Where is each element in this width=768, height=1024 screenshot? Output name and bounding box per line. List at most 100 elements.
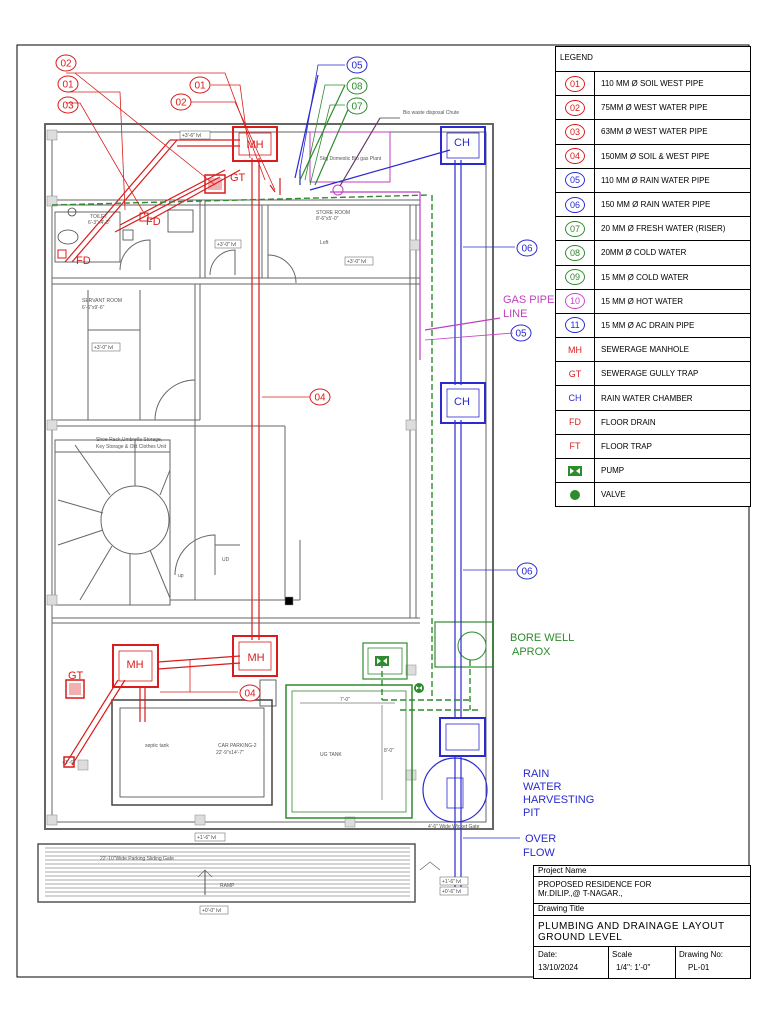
legend-symbol-code: FD [556,410,595,434]
level-servant: +3'-0" lvl [94,345,113,351]
gas-pipe-line [330,117,501,360]
date-label: Date: [538,950,558,959]
callout-number: 03 [62,101,74,112]
ramp-label: RAMP [220,883,235,889]
pump-icon [375,656,389,666]
date-value: 13/10/2024 [538,963,579,972]
shoe-rack-line1: Shoe Rack,Umbrella Storage, [96,437,162,443]
gate-label: 22'-10"Wide Parking Sliding Gate [100,856,174,862]
callout-bubble [346,77,368,95]
pump-enclosure [362,642,408,680]
drawing-title-label: Drawing Title [538,904,585,913]
legend-description: 110 MM Ø RAIN WATER PIPE [601,175,710,185]
rain-water-chambers [439,126,486,757]
legend-symbol-text: 01 [565,75,585,92]
bore-well-box [434,621,494,668]
legend-row: PUMP [556,459,750,484]
drawing-no-value: PL-01 [688,963,710,972]
gully-traps [65,174,226,699]
septic-tank-label: septic tank [145,743,169,749]
rain-water-pipes [294,74,462,895]
overflow-label-2: FLOW [523,847,555,859]
legend-description: 110 MM Ø SOIL WEST PIPE [601,79,704,89]
legend-symbol-badge: 09 [556,265,595,289]
car-parking-size: 22'-9"x14'-7" [216,750,244,756]
callout-number: 01 [194,81,206,92]
servant-room-label: SERVANT ROOM [82,298,122,304]
staircase [54,439,171,606]
rwh-label-3: HARVESTING [523,794,594,806]
legend-description: 15 MM Ø HOT WATER [601,296,684,306]
legend-description: PUMP [601,466,625,476]
legend-symbol-badge: 01 [556,72,595,96]
ug-tank-label: UG TANK [320,752,342,758]
callout-number: 06 [521,567,533,578]
overflow-label-1: OVER [525,833,556,845]
scale-label: Scale [612,950,633,959]
callout-number: 01 [62,80,74,91]
legend-row: VALVE [556,483,750,507]
floor-drain-label-2: FD [76,255,91,267]
project-line-1: PROPOSED RESIDENCE FOR [538,880,652,889]
callout-number: 05 [351,61,363,72]
loft-label: Loft [320,240,329,246]
legend-symbol-code: MH [556,338,595,362]
level-gate: +1'-6" lvl [197,835,216,841]
callout-bubble [346,97,368,115]
title-block: Project Name PROPOSED RESIDENCE FOR Mr.D… [533,865,751,979]
rwh-label-2: WATER [523,781,562,793]
level-right-2: +0'-6" lvl [442,889,461,895]
valve-icon [414,683,424,693]
callout-number: 06 [521,244,533,255]
manholes [112,126,278,688]
legend-description: 150MM Ø SOIL & WEST PIPE [601,151,710,161]
ud-label: UD [222,557,230,563]
ug-tank-dim-side: 8'-0" [384,748,394,754]
pump-icon [556,459,595,483]
legend-symbol-text: 06 [565,196,585,213]
legend-symbol-text: GT [568,368,582,379]
structural-columns [46,129,421,828]
callout-number: 04 [244,689,256,700]
callout-number: 02 [60,59,72,70]
legend-row: 05 110 MM Ø RAIN WATER PIPE [556,168,750,193]
rwh-label-1: RAIN [523,768,549,780]
legend-symbol-badge: 08 [556,241,595,265]
legend-description: SEWERAGE GULLY TRAP [601,369,699,379]
bio-waste-label: Bio waste disposal Chute [403,110,459,116]
project-name-label: Project Name [538,866,587,875]
drawing-title-line-2: GROUND LEVEL [538,932,623,943]
bore-well-label-2: APROX [512,646,551,658]
legend-symbol-badge: 05 [556,168,595,192]
rwh-label-4: PIT [523,807,540,819]
callout-bubble [239,684,261,702]
legend-symbol-text: MH [568,344,582,355]
legend-symbol-code: FT [556,434,595,458]
legend-description: FLOOR DRAIN [601,417,656,427]
drawing-no-label: Drawing No: [679,950,724,959]
callout-bubble [55,54,77,72]
legend-title: LEGEND [556,47,750,72]
car-parking-label: CAR PARKING-2 [218,743,257,749]
sheet-border [16,44,750,978]
ug-tank-outline [285,684,413,819]
parking-gate [37,843,441,903]
level-store: +3'-0" lvl [347,259,366,265]
level-toilet: +3'-0" lvl [217,242,236,248]
store-room-size: 8'-6"x5'-0" [316,216,339,222]
legend-symbol-text: FD [569,417,581,428]
callout-number: 07 [351,102,363,113]
callout-bubble [516,239,538,257]
water-supply-pipes [51,194,480,711]
toilet-size: 6'-3"x4'-3" [88,220,111,226]
valve-icon [556,483,595,507]
